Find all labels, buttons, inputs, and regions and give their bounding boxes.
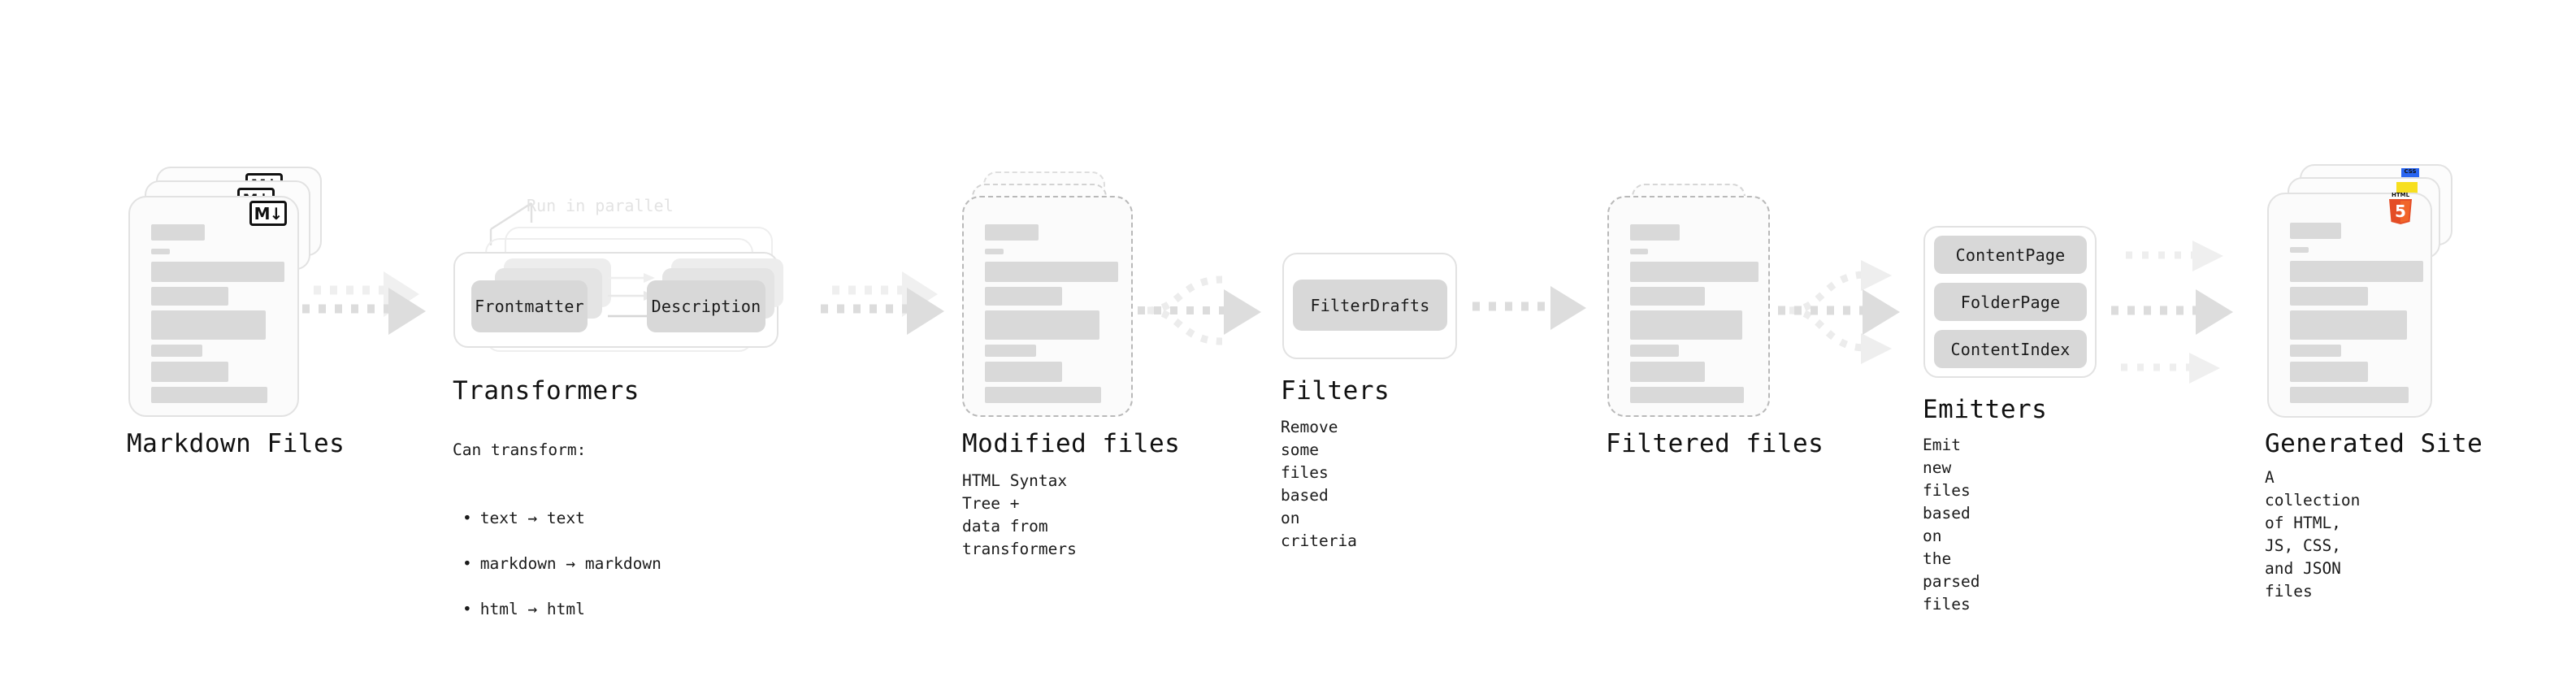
card-bar xyxy=(2290,345,2341,357)
transformer-node-frontmatter[interactable]: Frontmatter xyxy=(471,280,588,332)
card-bar xyxy=(1630,310,1742,340)
connector-filters-to-filtered xyxy=(1472,284,1602,341)
card-bar xyxy=(2290,261,2423,282)
transformer-node-description-label: Description xyxy=(651,297,761,316)
stage-title-generated-site: Generated Site xyxy=(2265,429,2483,458)
card-bar xyxy=(151,249,170,254)
transformer-node-frontmatter-label: Frontmatter xyxy=(475,297,584,316)
emitter-node-contentindex[interactable]: ContentIndex xyxy=(1934,330,2087,368)
card-bar xyxy=(1630,387,1744,403)
generated-site-card xyxy=(2267,193,2432,418)
card-bar xyxy=(985,262,1118,282)
card-bar xyxy=(985,310,1099,340)
connector-emitters-to-site xyxy=(2111,236,2266,384)
filter-node-filterdrafts[interactable]: FilterDrafts xyxy=(1293,280,1447,331)
stage-caption-transformers: Can transform: text → text markdown → ma… xyxy=(453,416,661,666)
modified-file-card xyxy=(962,196,1133,417)
transformers-bullet-list: text → text markdown → markdown html → h… xyxy=(453,484,661,644)
card-bar xyxy=(1630,362,1705,382)
svg-text:HTML: HTML xyxy=(2392,192,2410,198)
card-bar xyxy=(151,387,267,403)
list-item: html → html xyxy=(453,598,661,621)
card-bar xyxy=(985,224,1039,241)
card-bar xyxy=(151,310,266,340)
card-bar xyxy=(151,345,202,357)
emitter-node-folderpage-label: FolderPage xyxy=(1960,292,2061,312)
card-bar xyxy=(1630,262,1759,282)
markdown-logo-icon: M↓ xyxy=(249,201,287,226)
list-item: markdown → markdown xyxy=(453,553,661,575)
card-bar xyxy=(2290,387,2409,403)
card-bar xyxy=(1630,287,1705,306)
run-in-parallel-label: Run in parallel xyxy=(527,196,674,215)
stage-caption-modified-files: HTML Syntax Tree + data from transformer… xyxy=(962,471,1077,558)
card-bar xyxy=(2290,310,2407,340)
connector-modified-to-filters xyxy=(1138,260,1292,358)
filter-node-filterdrafts-label: FilterDrafts xyxy=(1310,295,1430,315)
connector-filtered-to-emitters xyxy=(1778,254,1932,367)
stage-title-modified-files: Modified files xyxy=(962,429,1181,458)
transformer-node-description[interactable]: Description xyxy=(647,280,765,332)
stage-title-filters: Filters xyxy=(1281,376,1390,406)
list-item: text → text xyxy=(453,507,661,530)
stage-caption-generated-site: A collection of HTML, JS, CSS, and JSON … xyxy=(2265,468,2361,601)
card-bar xyxy=(1630,345,1679,357)
card-bar xyxy=(151,224,205,241)
stage-title-filtered-files: Filtered files xyxy=(1606,429,1824,458)
stage-caption-filters: Remove some files based on criteria xyxy=(1281,418,1357,550)
card-bar xyxy=(1630,249,1648,254)
transformers-caption-lead: Can transform: xyxy=(453,440,587,459)
card-bar xyxy=(2290,362,2368,382)
card-bar xyxy=(985,362,1062,382)
card-bar xyxy=(1630,224,1680,241)
card-bar xyxy=(151,362,228,382)
stage-title-markdown-files: Markdown Files xyxy=(127,429,345,458)
card-bar xyxy=(2290,287,2368,306)
card-bar xyxy=(985,345,1036,357)
card-bar xyxy=(985,387,1101,403)
card-bar xyxy=(985,249,1004,254)
stage-title-emitters: Emitters xyxy=(1923,395,2048,424)
connector-markdown-to-transformers xyxy=(302,265,449,354)
css-logo-icon: CSS xyxy=(2401,168,2419,180)
emitter-node-contentpage[interactable]: ContentPage xyxy=(1934,236,2087,274)
emitter-node-contentpage-label: ContentPage xyxy=(1955,245,2066,265)
js-logo-icon xyxy=(2396,182,2418,195)
card-bar xyxy=(151,287,228,306)
emitter-node-contentindex-label: ContentIndex xyxy=(1950,339,2071,359)
card-bar xyxy=(985,287,1062,306)
card-bar xyxy=(2290,247,2309,253)
connector-transformers-to-modified xyxy=(821,265,967,354)
svg-text:5: 5 xyxy=(2395,202,2406,221)
emitter-node-folderpage[interactable]: FolderPage xyxy=(1934,283,2087,321)
markdown-file-card xyxy=(128,196,299,417)
stage-title-transformers: Transformers xyxy=(453,376,640,406)
card-bar xyxy=(2290,223,2341,239)
filtered-file-card xyxy=(1607,196,1770,417)
stage-caption-emitters: Emit new files based on the parsed files xyxy=(1923,436,1980,614)
html5-logo-icon: HTML 5 xyxy=(2386,189,2415,224)
card-bar xyxy=(151,262,284,282)
